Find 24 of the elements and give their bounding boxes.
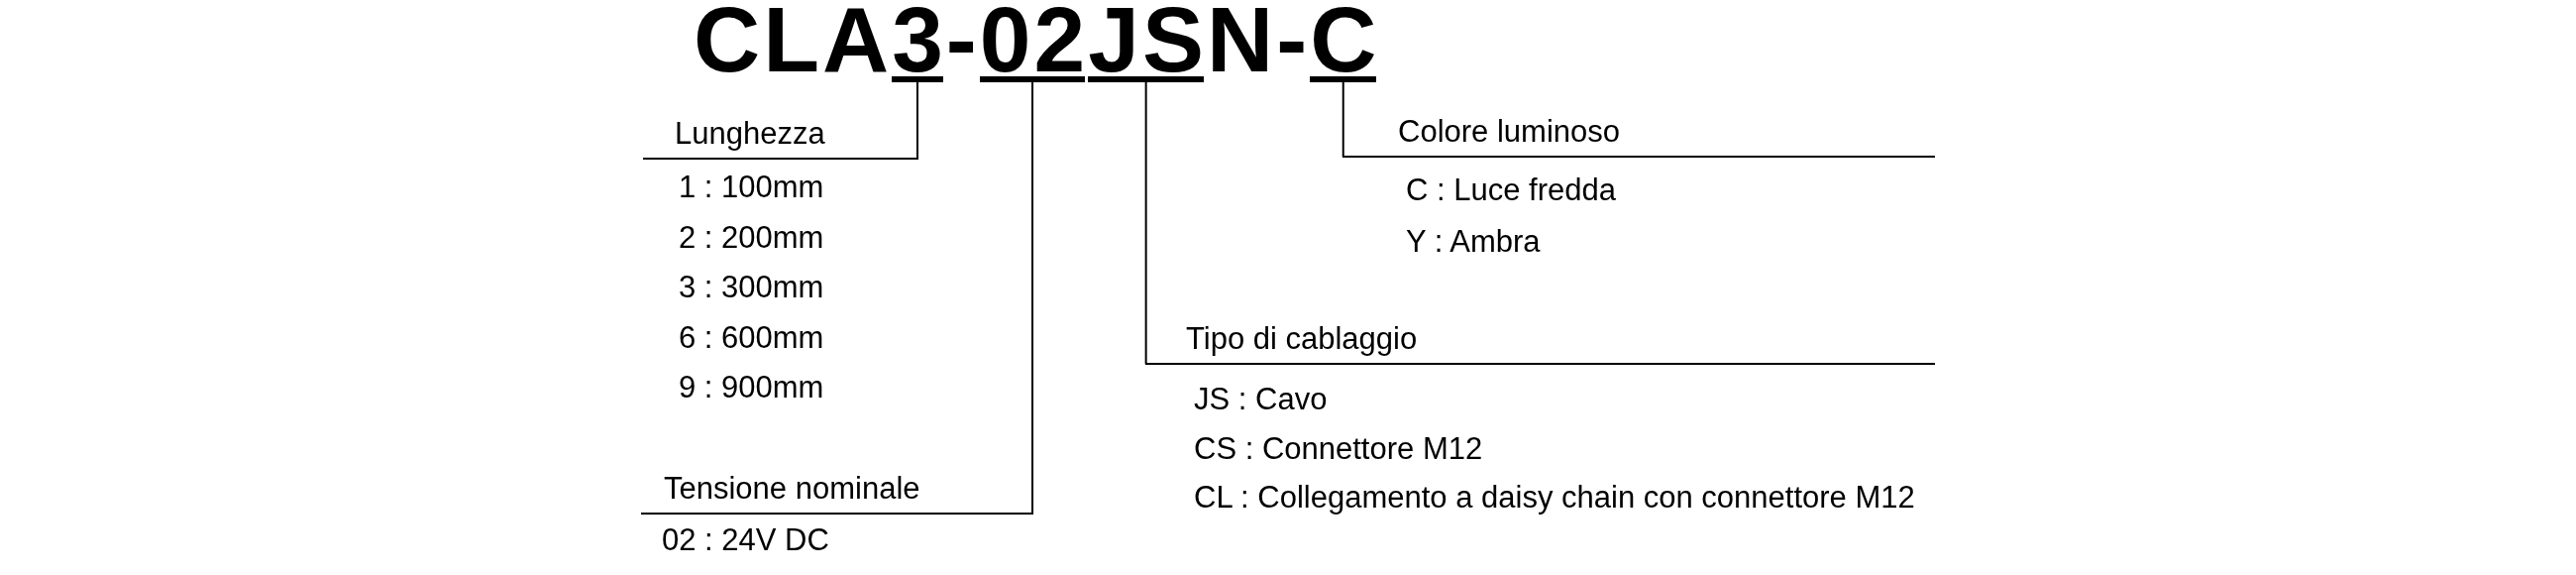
option-text: 6 : 600mm bbox=[679, 319, 824, 356]
code-underline bbox=[1088, 76, 1205, 82]
option-text: 2 : 200mm bbox=[679, 219, 824, 256]
section-heading: Tipo di cablaggio bbox=[1144, 321, 1935, 365]
leader-line bbox=[1342, 81, 1344, 158]
code-underline bbox=[979, 76, 1086, 82]
option-text: JS : Cavo bbox=[1194, 382, 1328, 417]
option-text: 3 : 300mm bbox=[679, 270, 824, 305]
model-code: CLA3-02JSN-C bbox=[694, 0, 1380, 79]
section-heading: Tensione nominale bbox=[641, 471, 1034, 515]
option-text: CL : Collegamento a daisy chain con connettore M12 bbox=[1194, 480, 1915, 516]
option-text: CS : Connettore M12 bbox=[1194, 430, 1483, 467]
option-text: 9 : 900mm bbox=[679, 370, 824, 405]
leader-line bbox=[916, 81, 918, 160]
section-heading: Colore luminoso bbox=[1342, 114, 1935, 158]
leader-line bbox=[1031, 81, 1034, 515]
section-heading: Lunghezza bbox=[643, 116, 918, 160]
code-underline bbox=[1310, 76, 1377, 82]
code-underline bbox=[892, 76, 943, 82]
option-text: 02 : 24V DC bbox=[662, 522, 829, 558]
option-text: C : Luce fredda bbox=[1406, 172, 1616, 208]
leader-line bbox=[1144, 81, 1147, 365]
option-text: Y : Ambra bbox=[1406, 224, 1541, 260]
option-text: 1 : 100mm bbox=[679, 170, 824, 205]
